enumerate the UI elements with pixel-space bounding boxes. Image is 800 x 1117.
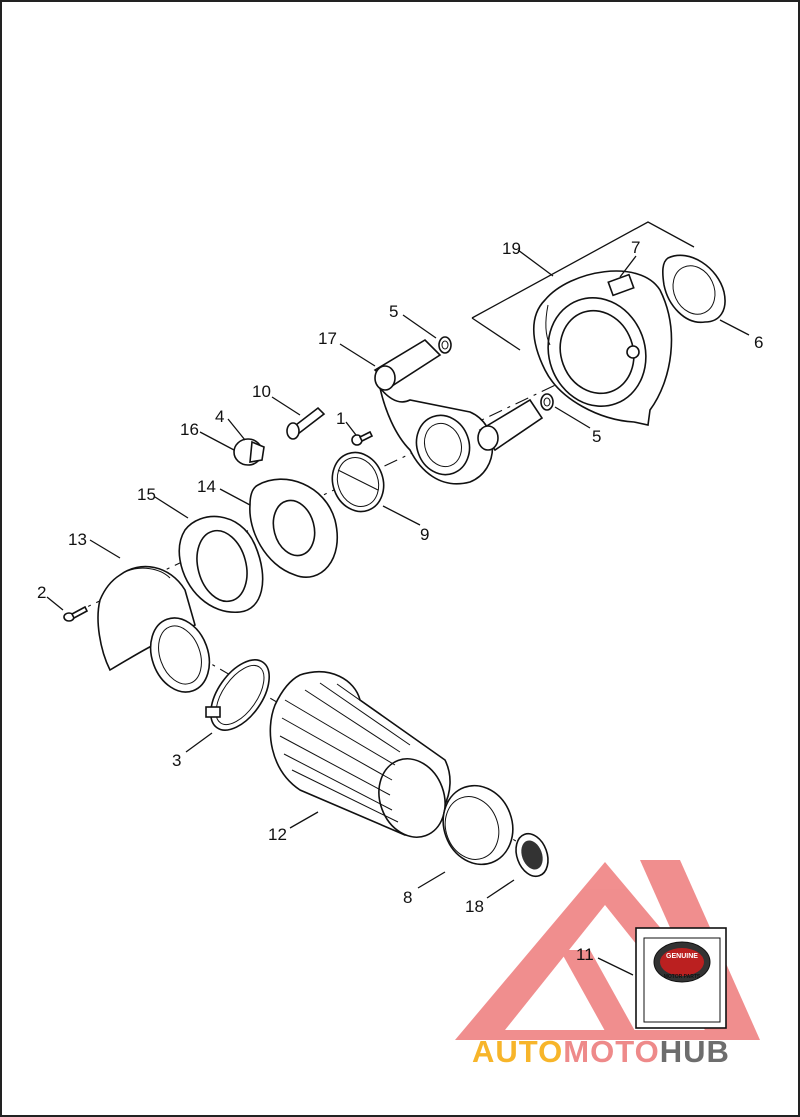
- callout-13: 13: [68, 530, 87, 549]
- filter-gasket: [249, 478, 338, 578]
- leader-12: [289, 811, 319, 829]
- leader-6: [719, 319, 750, 336]
- leader-8: [417, 871, 446, 889]
- leader-4: [227, 418, 246, 441]
- leader-9: [382, 505, 421, 526]
- watermark-auto: AUTO: [472, 1034, 564, 1069]
- leader-11: [597, 957, 634, 976]
- watermark-text: AUTOMOTOHUB: [472, 1034, 730, 1070]
- callout-5: 5: [389, 302, 398, 321]
- leader-5a: [402, 314, 437, 339]
- bracket-19: [471, 221, 695, 319]
- badge-line1: GENUINE: [666, 953, 698, 960]
- breather-bracket: [373, 338, 544, 485]
- end-cap: [442, 784, 514, 866]
- cone-filter: [269, 671, 451, 838]
- leader-17: [339, 343, 376, 367]
- screw-small: [351, 430, 374, 446]
- watermark-hub: HUB: [659, 1034, 730, 1069]
- callout-11: 11: [576, 945, 594, 964]
- callout-6: 6: [754, 333, 763, 352]
- leader-15: [154, 496, 189, 519]
- breather-bolt: [286, 406, 326, 440]
- leader-1: [345, 421, 357, 436]
- callout-2: 2: [37, 583, 46, 602]
- leader-18: [486, 879, 515, 899]
- callout-14: 14: [197, 477, 216, 496]
- callout-19: 19: [502, 239, 521, 258]
- leader-13: [89, 539, 121, 559]
- callout-16: 16: [180, 420, 199, 439]
- leader-16: [199, 431, 235, 451]
- leader-14: [219, 488, 251, 506]
- callout-7: 7: [631, 238, 640, 257]
- elbow-housing: [97, 565, 211, 693]
- leader-10: [271, 396, 301, 416]
- callout-3: 3: [172, 751, 181, 770]
- badge-line2: MOTOR PARTS: [664, 974, 701, 980]
- hose-clamp: [205, 659, 270, 731]
- backplate-housing: [533, 270, 673, 426]
- callout-9: 9: [420, 525, 429, 544]
- callout-17: 17: [318, 329, 337, 348]
- callout-15: 15: [137, 485, 156, 504]
- callout-10: 10: [252, 382, 271, 401]
- screw-elbow: [63, 605, 89, 622]
- medallion: [515, 832, 549, 878]
- leader-3: [185, 732, 213, 753]
- callout-4: 4: [215, 407, 224, 426]
- axis-line: [69, 344, 641, 616]
- leader-2: [46, 596, 64, 611]
- leader-7: [619, 255, 637, 278]
- leader-5b: [554, 406, 591, 429]
- clamp-band: [331, 451, 385, 513]
- callout-8: 8: [403, 888, 412, 907]
- plug: [233, 438, 265, 466]
- callout-18: 18: [465, 897, 484, 916]
- instruction-card: GENUINE MOTOR PARTS: [635, 927, 727, 1029]
- gasket: [662, 254, 726, 323]
- callout-5: 5: [592, 427, 601, 446]
- watermark-moto: MOTO: [563, 1034, 660, 1069]
- adapter-plate: [178, 515, 264, 613]
- o-ring-lower: [540, 393, 554, 411]
- leader-19: [517, 249, 554, 277]
- callout-12: 12: [268, 825, 287, 844]
- o-ring-upper: [438, 336, 452, 354]
- callout-1: 1: [336, 409, 345, 428]
